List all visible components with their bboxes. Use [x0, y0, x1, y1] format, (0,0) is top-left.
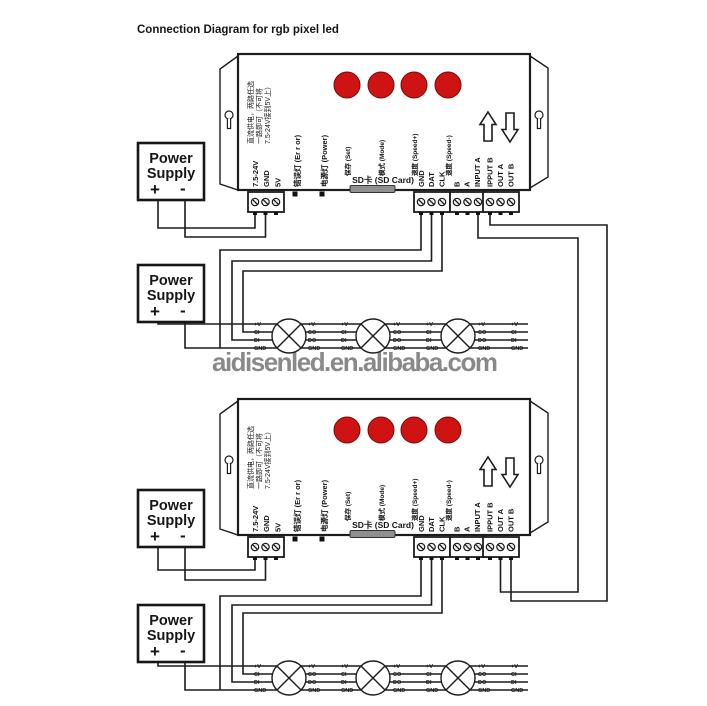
wire-ps1-plus-to-75-24v: [157, 200, 256, 229]
wire-ipput-b-to-out-b: [489, 212, 608, 602]
pixel-wire-labels-in: [426, 664, 439, 694]
power-supply-4: [136, 603, 206, 664]
wire-ctrl1-clk-to-ci: [242, 212, 528, 333]
pixel-2: [355, 660, 391, 696]
wire-strip2-gnd: [184, 662, 528, 691]
wire-ps1-minus-to-gnd: [184, 200, 267, 238]
wire-ctrl1-gnd: [219, 212, 422, 348]
pixel-1: [271, 660, 307, 696]
wire-ctrl2-clk-to-ci: [242, 557, 528, 675]
pixel-wire-labels-in: [511, 664, 524, 694]
wire-ctrl2-dat-to-di: [231, 557, 528, 683]
pixel-3: [440, 660, 476, 696]
power-supply-3: [136, 488, 206, 549]
controller-2: [220, 399, 548, 560]
wire-ps3-plus-to-75-24v: [157, 547, 256, 571]
pixel-wire-labels-in: [254, 664, 267, 694]
pixel-wire-labels-out: [393, 664, 406, 694]
controller-1: [220, 54, 548, 215]
wire-input-a-to-out-a: [477, 212, 579, 593]
watermark: aidisenled.en.alibaba.com: [212, 347, 498, 377]
power-supply-2: [136, 263, 206, 324]
pixel-wire-labels-in: [341, 664, 354, 694]
power-supply-1: [136, 141, 206, 202]
wire-ps3-minus-to-gnd: [184, 547, 267, 581]
wire-ctrl1-dat-to-di: [231, 212, 528, 341]
wire-strip1-gnd: [184, 322, 528, 349]
wire-ctrl2-gnd: [219, 557, 422, 690]
wire-strip2-vplus: [157, 662, 528, 667]
pixel-wire-labels-out: [308, 664, 321, 694]
pixel-wire-labels-in: [511, 322, 524, 352]
pixel-wire-labels-out: [478, 664, 491, 694]
page-title: Connection Diagram for rgb pixel led: [137, 24, 339, 36]
